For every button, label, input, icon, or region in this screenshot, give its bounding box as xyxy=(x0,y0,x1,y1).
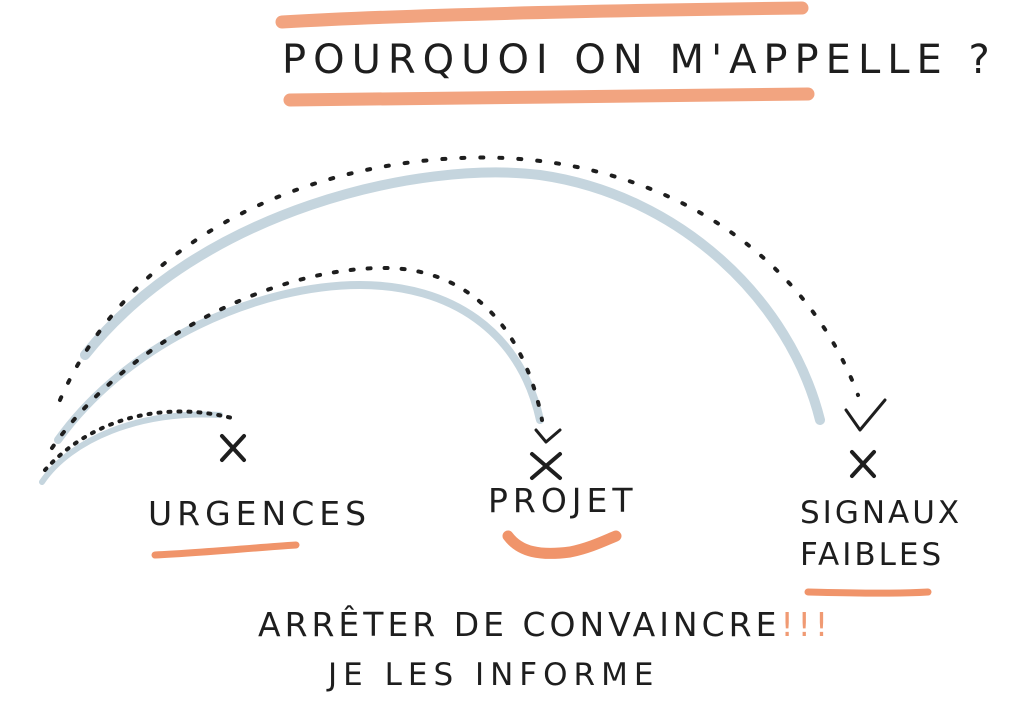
projet-highlight xyxy=(502,530,622,559)
title-highlight-bottom xyxy=(283,87,815,107)
footer-line-1: ARRÊTER DE CONVAINCRE!!! xyxy=(258,608,832,641)
x-marker-projet xyxy=(530,452,562,480)
label-projet: PROJET xyxy=(488,481,638,520)
arc-urgences xyxy=(39,411,223,485)
x-marker-urgences xyxy=(220,434,246,462)
title-highlight-top xyxy=(275,1,809,29)
exclamation-marks: !!! xyxy=(780,605,833,644)
label-urgences: URGENCES xyxy=(148,494,372,533)
arc-signaux-faibles xyxy=(80,167,825,425)
arrowhead-signaux xyxy=(844,398,887,432)
footer-line-2: JE LES INFORME xyxy=(328,657,660,693)
label-signaux: SIGNAUX xyxy=(800,495,963,531)
x-marker-signaux xyxy=(850,450,876,478)
faibles-highlight xyxy=(804,588,932,597)
urgences-highlight xyxy=(151,541,300,559)
dashed-arc-signaux-faibles xyxy=(58,155,860,402)
page-title: POURQUOI ON M'APPELLE ? xyxy=(282,37,997,83)
label-faibles: FAIBLES xyxy=(800,537,945,573)
dashed-arc-urgences xyxy=(43,409,234,472)
arrowhead-projet xyxy=(534,428,562,444)
footer-line-1-text: ARRÊTER DE CONVAINCRE xyxy=(258,605,781,644)
